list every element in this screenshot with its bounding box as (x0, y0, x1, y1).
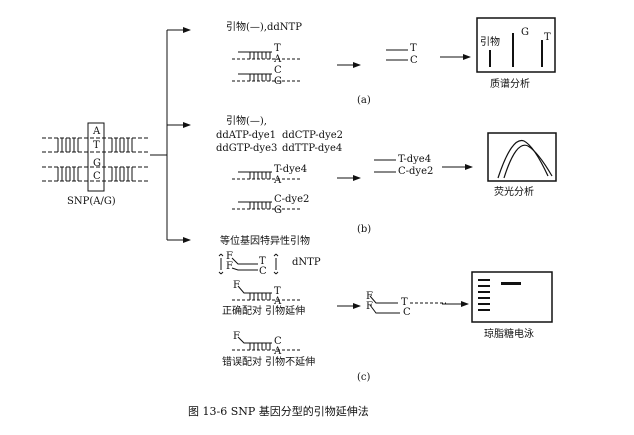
panel-c-allele-t: T (259, 256, 266, 267)
panel-a-base-3: C (274, 65, 282, 76)
panel-c-product-f2: F (366, 301, 373, 312)
panel-a-base-4: G (274, 76, 282, 87)
panel-a-base-1: T (274, 43, 281, 54)
mass-spec-primer-label: 引物 (480, 37, 500, 48)
panel-b-pair2-top: C-dye2 (274, 194, 310, 205)
panel-c-f-1: F (226, 251, 233, 262)
panel-a-product-1: T (410, 43, 417, 54)
snp-label: SNP(A/G) (67, 196, 116, 207)
panel-c-product-f1: F (366, 291, 373, 302)
panel-c-mismatch-a: A (274, 346, 282, 357)
panel-c-product-c: C (403, 307, 411, 318)
snp-base-3: G (93, 158, 101, 169)
panel-c-duplexes (218, 253, 469, 351)
panel-c-title: 等位基因特异性引物 (220, 236, 310, 247)
panel-a-tag: (a) (357, 95, 371, 106)
panel-c-mismatch-caption: 错误配对 引物不延伸 (222, 357, 316, 368)
panel-b-duplexes (232, 159, 473, 210)
panel-c-product-t: T (401, 297, 408, 308)
fluorescence-box (487, 132, 557, 182)
panel-b-dye-3: ddGTP-dye3 (216, 143, 278, 154)
panel-c-match-a: A (274, 296, 282, 307)
panel-a-method: 质谱分析 (490, 79, 530, 90)
panel-b-product-2: C-dye2 (398, 166, 434, 177)
panel-c-match-caption: 正确配对 引物延伸 (222, 306, 306, 317)
agarose-gel-box (471, 271, 553, 323)
panel-c-match-f: F (233, 280, 240, 291)
panel-a-primer-label: 引物(—),ddNTP (226, 22, 302, 33)
panel-b-pair1-bottom: A (274, 175, 282, 186)
mass-spec-peak-g: G (521, 27, 529, 38)
snp-dna-duplex (42, 122, 150, 192)
figure-caption: 图 13-6 SNP 基因分型的引物延伸法 (188, 405, 369, 418)
panel-b-dye-4: ddTTP-dye4 (282, 143, 343, 154)
panel-b-pair1-top: T-dye4 (274, 164, 308, 175)
panel-c-dntp: dNTP (292, 257, 321, 268)
mass-spec-peak-t: T (544, 32, 551, 43)
panel-c-mismatch-c: C (274, 336, 282, 347)
panel-a-duplexes (232, 49, 471, 82)
panel-a-base-2: A (274, 54, 282, 65)
panel-b-primer-label: 引物(—), (226, 116, 267, 127)
snp-base-4: C (93, 171, 101, 182)
panel-b-dye-2: ddCTP-dye2 (282, 130, 344, 141)
panel-b-pair2-bottom: G (274, 205, 282, 216)
panel-b-tag: (b) (357, 224, 372, 235)
panel-c-allele-c: C (259, 266, 267, 277)
snp-base-1: A (93, 126, 101, 137)
panel-b-dye-1: ddATP-dye1 (216, 130, 277, 141)
panel-b-product-1: T-dye4 (398, 154, 432, 165)
panel-b-method: 荧光分析 (494, 187, 534, 198)
panel-a-product-2: C (410, 55, 418, 66)
panel-c-method: 琼脂糖电泳 (484, 329, 534, 340)
panel-c-mismatch-f: F (233, 331, 240, 342)
branch-arrows (150, 27, 191, 243)
panel-c-tag: (c) (357, 372, 371, 383)
panel-c-match-t: T (274, 286, 281, 297)
mass-spec-box (476, 17, 556, 73)
panel-c-f-2: F (226, 261, 233, 272)
snp-base-2: T (93, 140, 100, 151)
